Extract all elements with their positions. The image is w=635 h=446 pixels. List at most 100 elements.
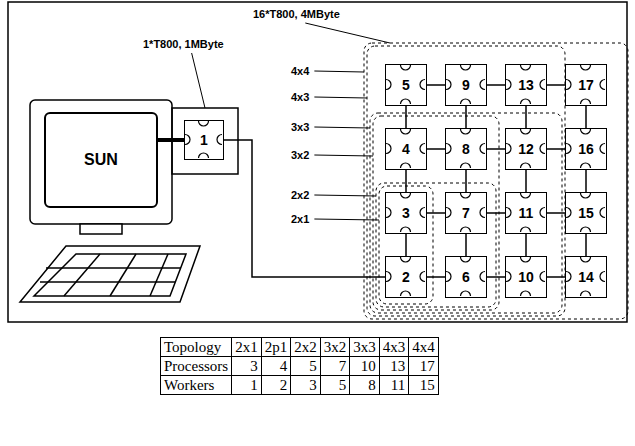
topology-label: 4x4 xyxy=(290,65,310,77)
table-value: 2p1 xyxy=(265,339,288,355)
link-port xyxy=(480,80,485,90)
link-port xyxy=(420,80,425,90)
table-cell: 3x3 xyxy=(350,338,380,357)
table-cell: 3x2 xyxy=(320,338,350,357)
link-port xyxy=(461,99,471,104)
table-cell: 5 xyxy=(320,376,350,395)
link-port xyxy=(480,272,485,282)
table-value: 11 xyxy=(391,377,405,393)
transputer-link xyxy=(224,140,385,277)
link-port xyxy=(566,80,571,90)
link-port xyxy=(185,135,190,145)
transputer-link xyxy=(465,106,467,128)
link-port xyxy=(600,144,605,154)
figure-frame xyxy=(8,2,627,322)
link-port xyxy=(461,129,471,134)
link-port xyxy=(506,208,511,218)
topology-outline xyxy=(370,113,562,313)
table-value: 10 xyxy=(361,358,376,374)
topology-outline xyxy=(379,186,433,304)
processor-number: 5 xyxy=(402,77,410,93)
transputer-link xyxy=(525,170,527,192)
link-port xyxy=(521,65,531,70)
table-value: 17 xyxy=(420,358,435,374)
transputer-box: 12 xyxy=(505,128,547,170)
link-port xyxy=(461,193,471,198)
link-port xyxy=(600,208,605,218)
table-cell: 3 xyxy=(291,376,321,395)
link-port xyxy=(581,291,591,296)
transputer-link xyxy=(585,106,587,128)
link-port xyxy=(506,272,511,282)
leader-line xyxy=(314,155,373,156)
topology-table: Topology2x12p12x23x23x34x34x4Processors3… xyxy=(160,337,439,395)
processor-number: 17 xyxy=(578,77,594,93)
link-port xyxy=(540,272,545,282)
link-port xyxy=(506,80,511,90)
workstation-name: SUN xyxy=(84,151,118,169)
workstation-screen: SUN xyxy=(44,112,158,208)
transputer-box: 16 xyxy=(565,128,607,170)
table-value: 4x3 xyxy=(383,339,406,355)
transputer-link xyxy=(405,170,407,192)
table-cell: Processors xyxy=(161,357,232,376)
table-cell: 4x4 xyxy=(409,338,439,357)
link-port xyxy=(521,163,531,168)
transputer-box: 13 xyxy=(505,64,547,106)
table-cell: 2p1 xyxy=(261,338,291,357)
processor-number: 9 xyxy=(462,77,470,93)
table-cell: Topology xyxy=(161,338,232,357)
table-cell: 15 xyxy=(409,376,439,395)
table-cell: 2 xyxy=(261,376,291,395)
processor-number: 2 xyxy=(402,269,410,285)
link-port xyxy=(386,144,391,154)
topology-label: 3x2 xyxy=(290,149,310,161)
transputer-link xyxy=(487,212,505,214)
transputer-box: 7 xyxy=(445,192,487,234)
link-port xyxy=(581,129,591,134)
table-cell: 10 xyxy=(350,357,380,376)
sun-workstation xyxy=(20,100,200,302)
link-port xyxy=(521,291,531,296)
link-port xyxy=(521,193,531,198)
processor-number: 16 xyxy=(578,141,594,157)
table-cell: 1 xyxy=(232,376,262,395)
leader-line xyxy=(192,53,205,108)
link-port xyxy=(566,208,571,218)
transputer-link xyxy=(547,148,565,150)
topology-label: 4x3 xyxy=(290,91,310,103)
table-value: 5 xyxy=(309,358,317,374)
link-port xyxy=(199,153,209,158)
link-port xyxy=(420,208,425,218)
link-port xyxy=(401,227,411,232)
transputer-link xyxy=(405,234,407,256)
transputer-link xyxy=(427,276,445,278)
transputer-box: 14 xyxy=(565,256,607,298)
transputer-link xyxy=(405,106,407,128)
link-port xyxy=(401,99,411,104)
transputer-link xyxy=(427,212,445,214)
link-port xyxy=(600,272,605,282)
table-cell: 8 xyxy=(350,376,380,395)
transputer-box: 1 xyxy=(184,120,224,160)
table-value: 3x3 xyxy=(353,339,376,355)
processor-number: 10 xyxy=(518,269,534,285)
row-heading: Topology xyxy=(164,339,221,355)
table-value: 3 xyxy=(250,358,258,374)
leader-line xyxy=(314,195,376,196)
link-port xyxy=(581,227,591,232)
table-value: 7 xyxy=(339,358,347,374)
topology-outline xyxy=(373,116,499,310)
processor-note: 16*T800, 4MByte xyxy=(252,8,341,20)
link-port xyxy=(461,227,471,232)
table-cell: 5 xyxy=(291,357,321,376)
link-port xyxy=(446,144,451,154)
link-port xyxy=(461,291,471,296)
table-cell: Workers xyxy=(161,376,232,395)
topology-outlines xyxy=(364,43,628,319)
link-port xyxy=(461,163,471,168)
table-value: 3 xyxy=(309,377,317,393)
table-cell: 3 xyxy=(232,357,262,376)
link-port xyxy=(480,208,485,218)
transputer-box: 2 xyxy=(385,256,427,298)
